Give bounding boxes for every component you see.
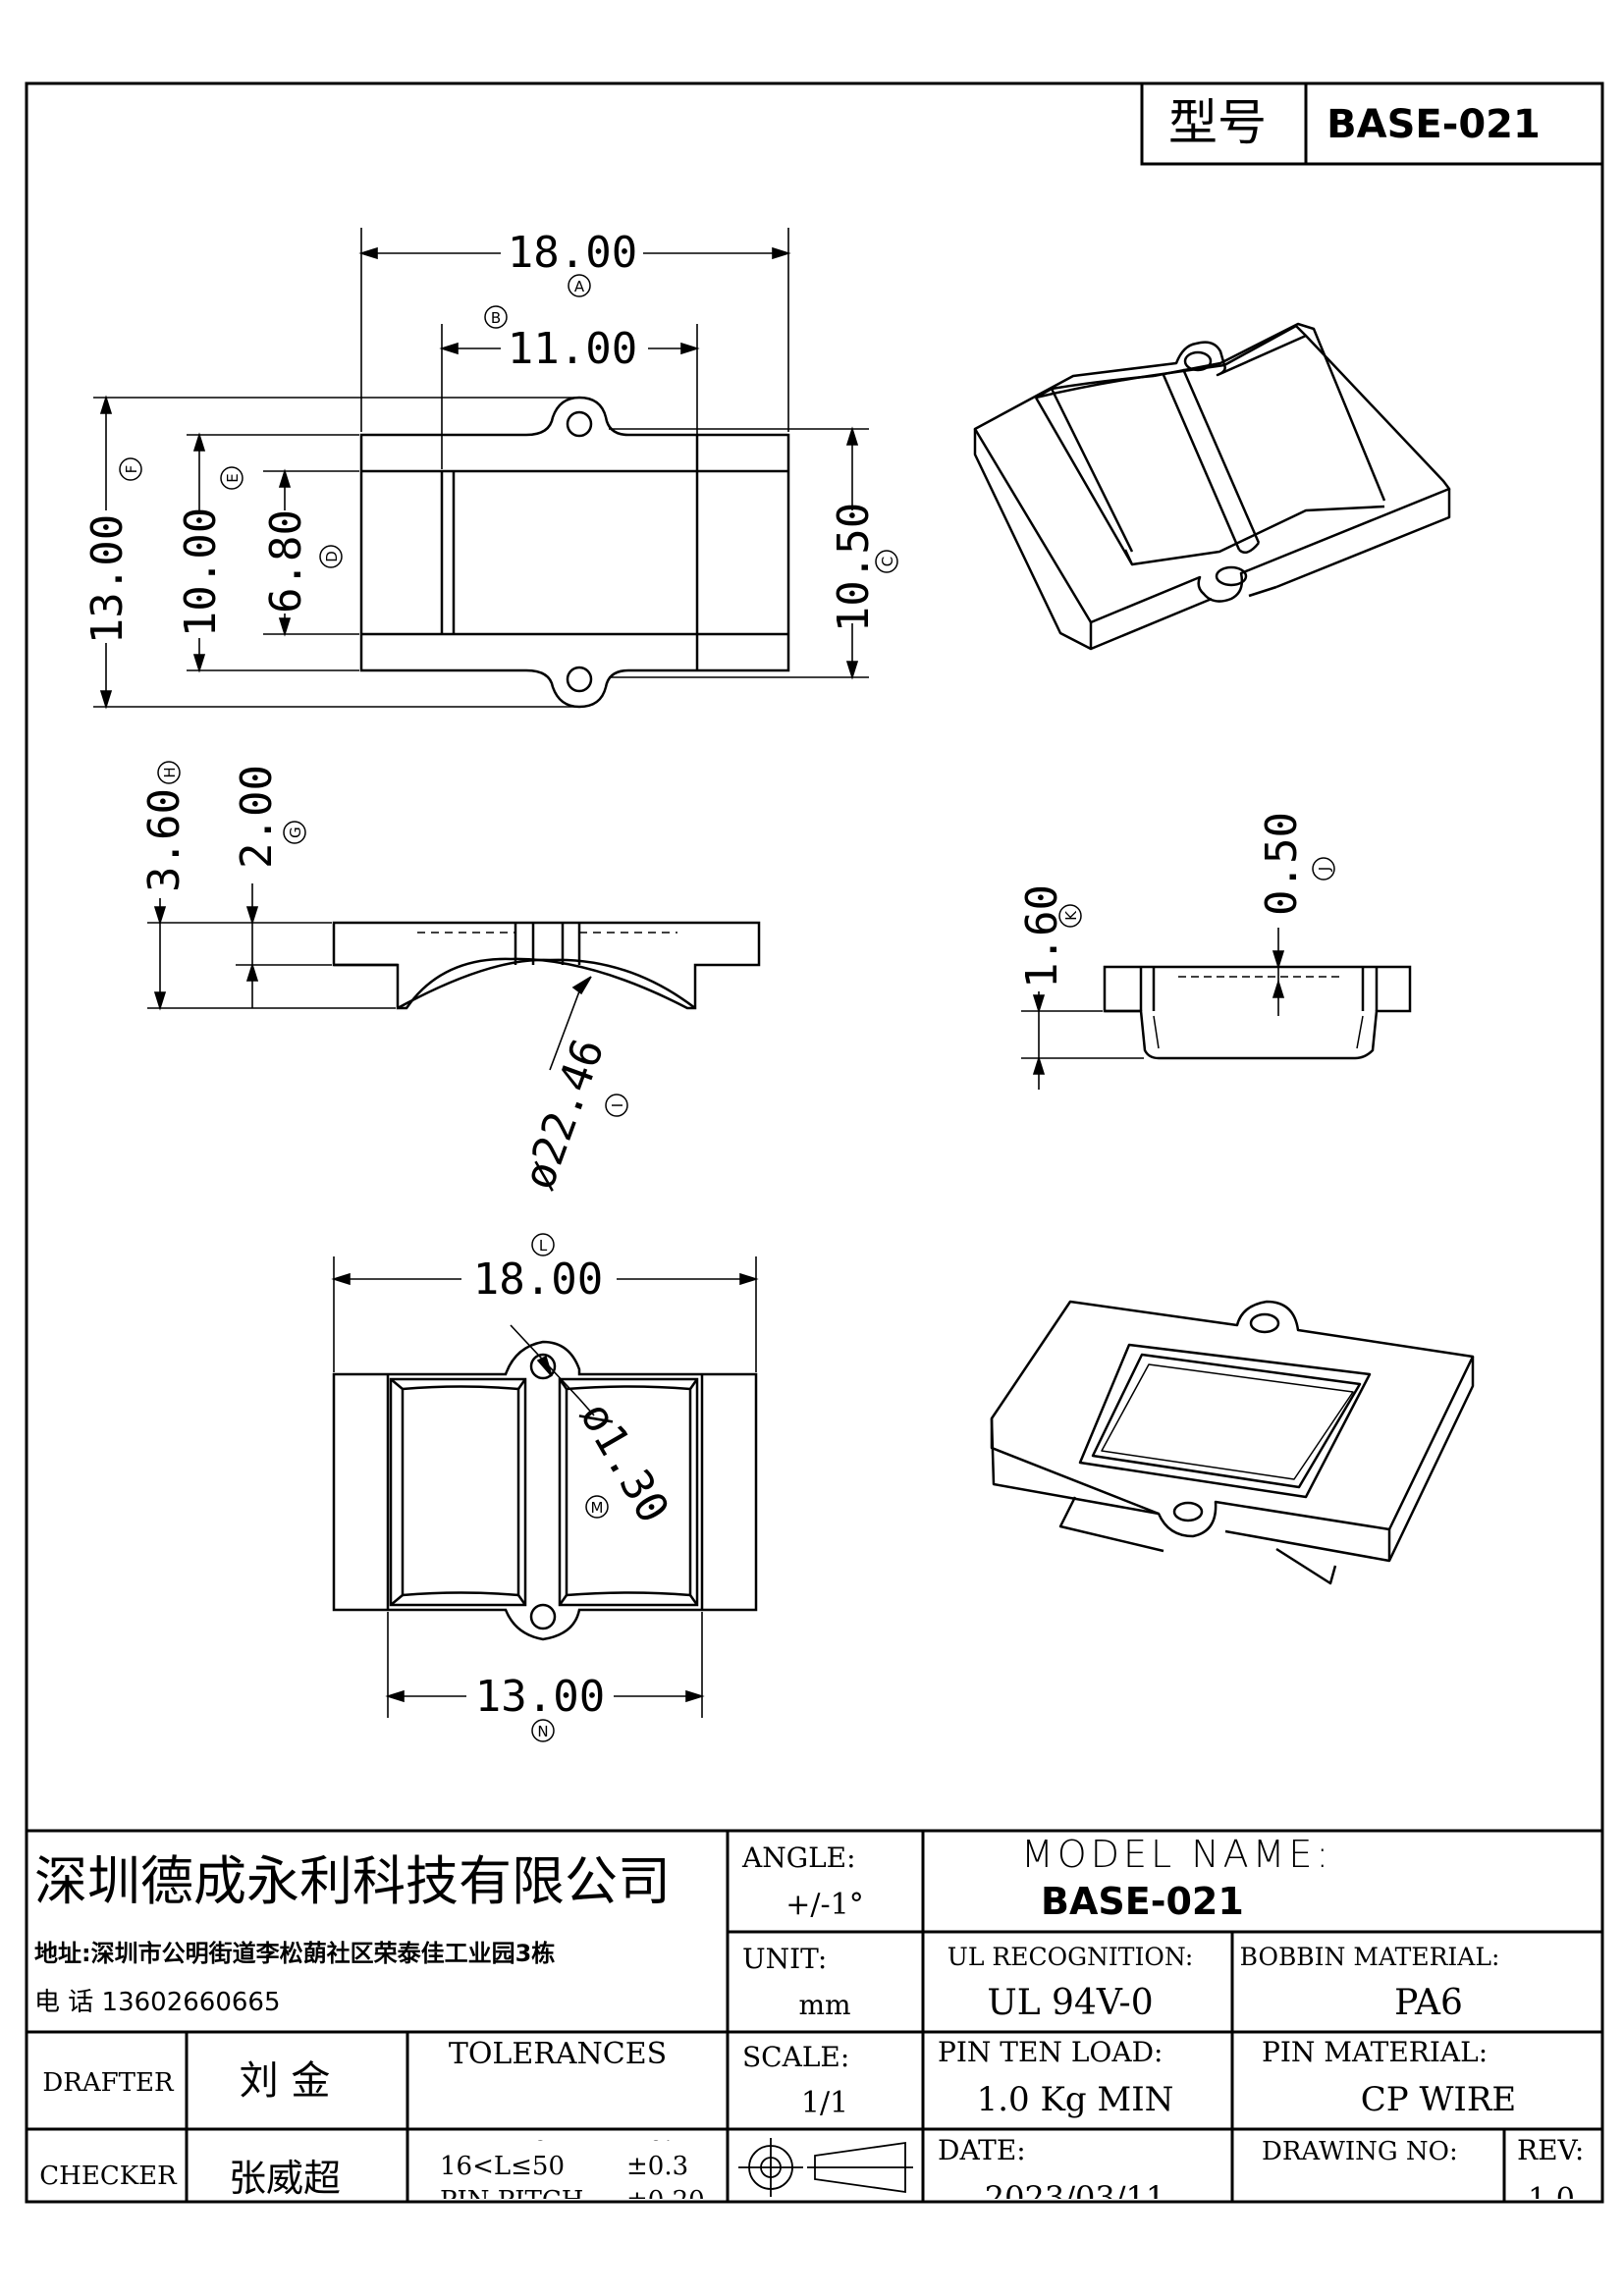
side-view: [332, 921, 761, 1010]
tolerances-label: TOLERANCES: [449, 2037, 667, 2071]
projection-symbol: [738, 2138, 913, 2197]
model-label: 型号: [1168, 94, 1267, 151]
company-name: 深圳德成永利科技有限公司: [34, 1850, 671, 1912]
tag-h: H: [161, 767, 179, 777]
tol-range-1: 0<L≤4: [440, 2083, 532, 2112]
top-view: [359, 396, 790, 709]
drafter-value: 刘 金: [240, 2058, 331, 2104]
bottom-view-dimension-text: 18.00 L ø1.30 M 13.00 N: [473, 1233, 678, 1742]
dim-side-step: 2.00: [232, 765, 282, 869]
tag-a: A: [574, 278, 585, 295]
drawing-no-label: DRAWING NO:: [1262, 2137, 1458, 2166]
iso-view-bottom: [990, 1300, 1475, 1585]
checker-value: 张威超: [229, 2157, 341, 2200]
tag-b: B: [491, 309, 501, 327]
tag-l: L: [539, 1237, 548, 1255]
side-view-dimensions: [147, 883, 592, 1071]
ul-value: UL 94V-0: [987, 1983, 1153, 2023]
bobbin-material-label: BOBBIN MATERIAL:: [1240, 1943, 1500, 1971]
unit-value: mm: [798, 1989, 850, 2021]
rev-label: REV:: [1517, 2134, 1584, 2166]
dim-arc-dia: ø22.46: [514, 1033, 614, 1197]
side-view-dimension-text: 3.60 H 2.00 G ø22.46 I: [139, 761, 628, 1197]
mount-hole-bottom: [566, 666, 593, 693]
company-phone: 电 话 13602660665: [34, 1988, 281, 2017]
pin-material-label: PIN MATERIAL:: [1262, 2036, 1488, 2068]
dim-inner-width: 11.00: [508, 324, 637, 374]
tol-value-3: ±0.3: [626, 2152, 688, 2181]
drawing-border: [25, 81, 1604, 2204]
scale-label: SCALE:: [742, 2041, 849, 2073]
checker-label: CHECKER: [39, 2162, 178, 2191]
tol-range-3: 16<L≤50: [440, 2152, 565, 2181]
dim-overall-height: 13.00: [82, 514, 133, 644]
tol-range-4: PIN PITCH: [440, 2186, 583, 2216]
tol-value-2: ±0.2: [626, 2117, 688, 2147]
unit-label: UNIT:: [742, 1943, 827, 1975]
mount-hole-top: [566, 410, 593, 438]
tag-e: E: [224, 473, 242, 482]
title-block: [27, 1829, 1602, 2202]
bobbin-material-value: PA6: [1394, 1983, 1463, 2023]
end-view-dimension-text: 1.60 K 0.50 J: [1017, 812, 1335, 988]
iso-view-top: [973, 322, 1451, 651]
bottom-view-dimensions: [331, 1256, 759, 1718]
company-address: 地址:深圳市公明街道李松蓢社区荣泰佳工业园3栋: [34, 1940, 555, 1967]
angle-label: ANGLE:: [741, 1842, 856, 1874]
end-view: [1103, 965, 1412, 1060]
pin-material-value: CP WIRE: [1361, 2080, 1517, 2119]
tag-f: F: [123, 465, 140, 474]
bottom-hole-top: [529, 1353, 557, 1380]
top-view-dimensions: [93, 228, 869, 710]
date-label: DATE:: [938, 2134, 1026, 2166]
tag-d: D: [323, 551, 341, 562]
tol-value-4: ±0.20: [626, 2186, 705, 2216]
bottom-hole-bottom: [529, 1603, 557, 1630]
angle-value: +/-1°: [785, 1888, 863, 1922]
tol-value-1: ±0.1: [626, 2083, 688, 2112]
drafter-label: DRAFTER: [42, 2068, 175, 2098]
dim-top-width: 18.00: [508, 228, 637, 278]
pin-load-value: 1.0 Kg MIN: [977, 2080, 1174, 2119]
dim-bottom-width: 18.00: [473, 1255, 603, 1305]
dim-body-height: 10.00: [176, 507, 226, 637]
tag-m: M: [591, 1499, 604, 1517]
dim-end-height: 1.60: [1017, 884, 1067, 988]
top-view-dimension-text: 18.00 A 11.00 B 13.00 F 10.00 E 6.80 D 1…: [82, 228, 898, 644]
tol-range-2: 4<L≤16: [440, 2117, 548, 2147]
tag-j: J: [1316, 867, 1333, 872]
bottom-view: [332, 1340, 758, 1641]
dim-end-step: 0.50: [1257, 812, 1307, 916]
dim-side-height: 3.60: [139, 788, 189, 892]
model-name-value: BASE-021: [1041, 1880, 1244, 1923]
tag-n: N: [537, 1723, 548, 1740]
ul-label: UL RECOGNITION:: [947, 1943, 1194, 1971]
dim-bottom-inner: 13.00: [475, 1672, 605, 1722]
tag-i: I: [609, 1103, 626, 1107]
tag-g: G: [287, 827, 304, 838]
model-header: 型号 BASE-021: [1140, 81, 1604, 166]
tag-c: C: [879, 557, 896, 566]
date-value: 2023/03/11: [985, 2179, 1165, 2216]
model-name-label: MODEL NAME:: [1021, 1833, 1332, 1876]
end-view-dimensions: [1021, 928, 1285, 1090]
rev-value: 1.0: [1528, 2182, 1575, 2216]
model-value: BASE-021: [1326, 102, 1541, 147]
title-block-text: 深圳德成永利科技有限公司 地址:深圳市公明街道李松蓢社区荣泰佳工业园3栋 电 话…: [34, 1833, 1584, 2216]
pin-load-label: PIN TEN LOAD:: [938, 2036, 1163, 2068]
tag-k: K: [1062, 910, 1080, 921]
scale-value: 1/1: [801, 2086, 848, 2120]
dim-right-height: 10.50: [829, 503, 879, 632]
dim-window-height: 6.80: [261, 509, 311, 614]
